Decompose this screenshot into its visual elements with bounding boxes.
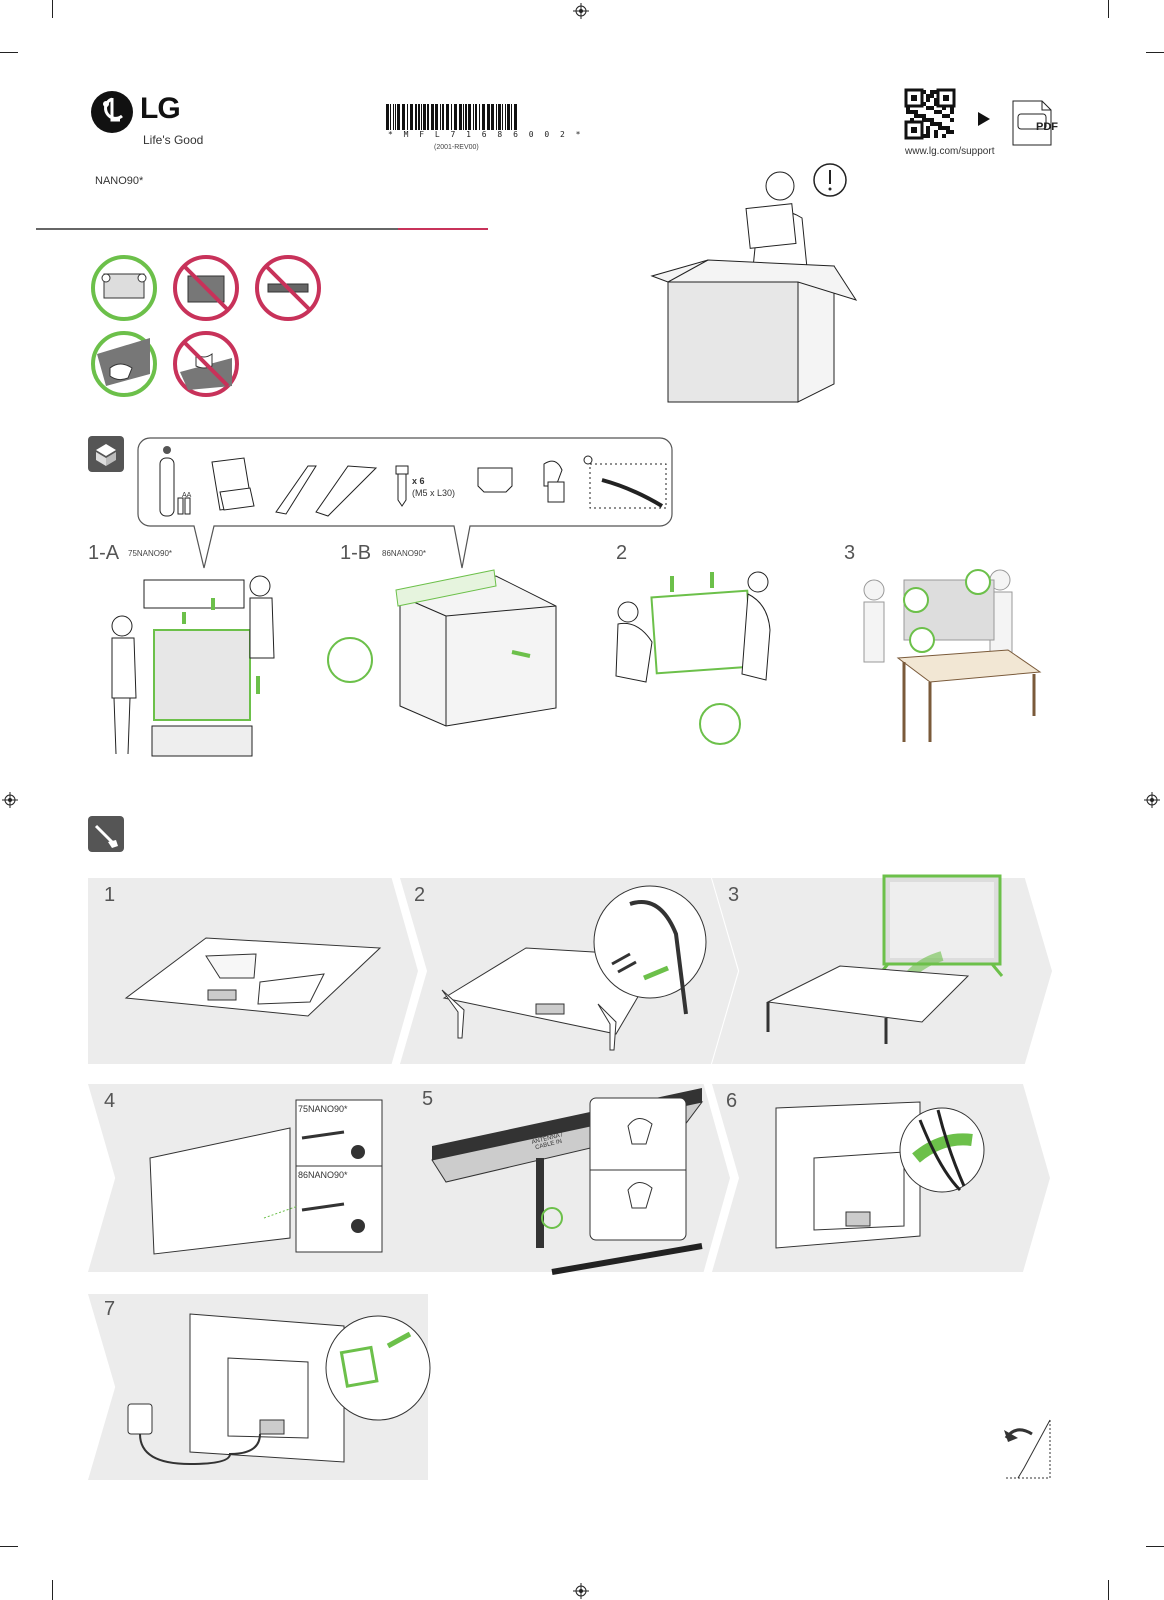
stand-legs-icon <box>275 465 378 517</box>
header-divider <box>36 228 398 230</box>
correct-grip-icon <box>91 331 157 397</box>
step4-inset-model-86: 86NANO90* <box>298 1170 348 1180</box>
shipping-box <box>650 259 858 403</box>
registration-mark-icon <box>573 3 589 19</box>
handling-guide-icons <box>91 255 321 397</box>
crop-mark <box>1146 52 1164 53</box>
assembly-step-3-number: 3 <box>728 884 740 906</box>
crop-mark <box>1146 1546 1164 1547</box>
step7-power-cable-illustration <box>127 1313 431 1466</box>
crop-mark <box>52 1580 53 1600</box>
qr-code-icon <box>904 88 956 140</box>
battery-icon <box>177 497 191 515</box>
screw-count: x 6 <box>412 476 425 486</box>
step1-tv-facedown-illustration <box>124 937 382 1017</box>
crop-mark <box>0 1546 18 1547</box>
unpack-step-1a-model: 75NANO90* <box>128 549 173 558</box>
unpack-step-1a-number: 1-A <box>88 542 120 564</box>
lg-logo-icon <box>91 91 133 133</box>
step2-attach-stand-illustration <box>441 885 707 1051</box>
play-arrow-icon <box>978 112 990 126</box>
unpack-step-1b-number: 1-B <box>340 542 372 564</box>
assembly-step-7-number: 7 <box>104 1298 116 1320</box>
unpack-3-illustration <box>863 569 1042 742</box>
barcode-text: * M F L 7 1 6 8 6 0 0 2 * <box>388 130 584 139</box>
incorrect-grip-icon <box>173 331 239 397</box>
unpack-2-illustration <box>615 571 771 745</box>
revision-code: (2001-REV00) <box>434 144 479 151</box>
box-contents-icon <box>88 436 124 472</box>
crop-mark <box>1108 0 1109 18</box>
screw-size: (M5 x L30) <box>412 488 456 498</box>
remote-control-icon <box>159 446 175 517</box>
brand-tagline: Life's Good <box>143 133 204 147</box>
accessories-callout <box>137 437 673 569</box>
pdf-label: PDF <box>1036 121 1058 133</box>
assembly-step-2-number: 2 <box>414 884 426 906</box>
registration-mark-icon <box>573 1583 589 1599</box>
crop-mark <box>0 52 18 53</box>
pdf-document-icon <box>1012 100 1052 146</box>
model-number: NANO90* <box>95 175 144 187</box>
crop-mark <box>1108 1580 1109 1600</box>
assembly-step-4-number: 4 <box>104 1090 116 1112</box>
unpack-step-2-number: 2 <box>616 542 628 564</box>
registration-mark-icon <box>2 792 18 808</box>
crop-mark <box>52 0 53 18</box>
unpack-step-1b-model: 86NANO90* <box>382 549 427 558</box>
manual-icon <box>211 457 255 511</box>
correct-lift-icon <box>91 255 157 321</box>
step3-flip-tv-illustration <box>766 874 1004 1044</box>
incorrect-flat-carry-icon <box>255 255 321 321</box>
support-url[interactable]: www.lg.com/support <box>905 146 995 157</box>
unpack-1b-illustration <box>327 569 557 727</box>
exclamation-icon <box>813 163 847 197</box>
cable-tie-icon <box>583 455 667 509</box>
assembly-step-5-number: 5 <box>422 1088 434 1110</box>
assembly-step-6-number: 6 <box>726 1090 738 1112</box>
barcode-icon <box>386 104 517 130</box>
step5-antenna-clip-illustration <box>431 1088 704 1275</box>
step6-cable-tie-illustration <box>775 1101 985 1249</box>
assembly-step-1-number: 1 <box>104 884 116 906</box>
incorrect-lift-icon <box>173 255 239 321</box>
page-turn-icon <box>1004 1419 1051 1479</box>
brand-name: LG <box>140 92 181 125</box>
person-figure <box>745 171 809 279</box>
unpack-1a-illustration <box>111 575 275 757</box>
cable-clip-icon <box>477 460 565 503</box>
assembly-tool-icon <box>88 816 124 852</box>
step4-inset-model-75: 75NANO90* <box>298 1104 348 1114</box>
header-divider-accent <box>398 228 488 230</box>
unpack-step-3-number: 3 <box>844 542 856 564</box>
unboxing-warning-illustration <box>650 163 858 403</box>
registration-mark-icon <box>1144 792 1160 808</box>
battery-label: AA <box>182 492 192 499</box>
step4-clip-illustration <box>149 1099 383 1255</box>
screw-icon <box>395 465 409 507</box>
